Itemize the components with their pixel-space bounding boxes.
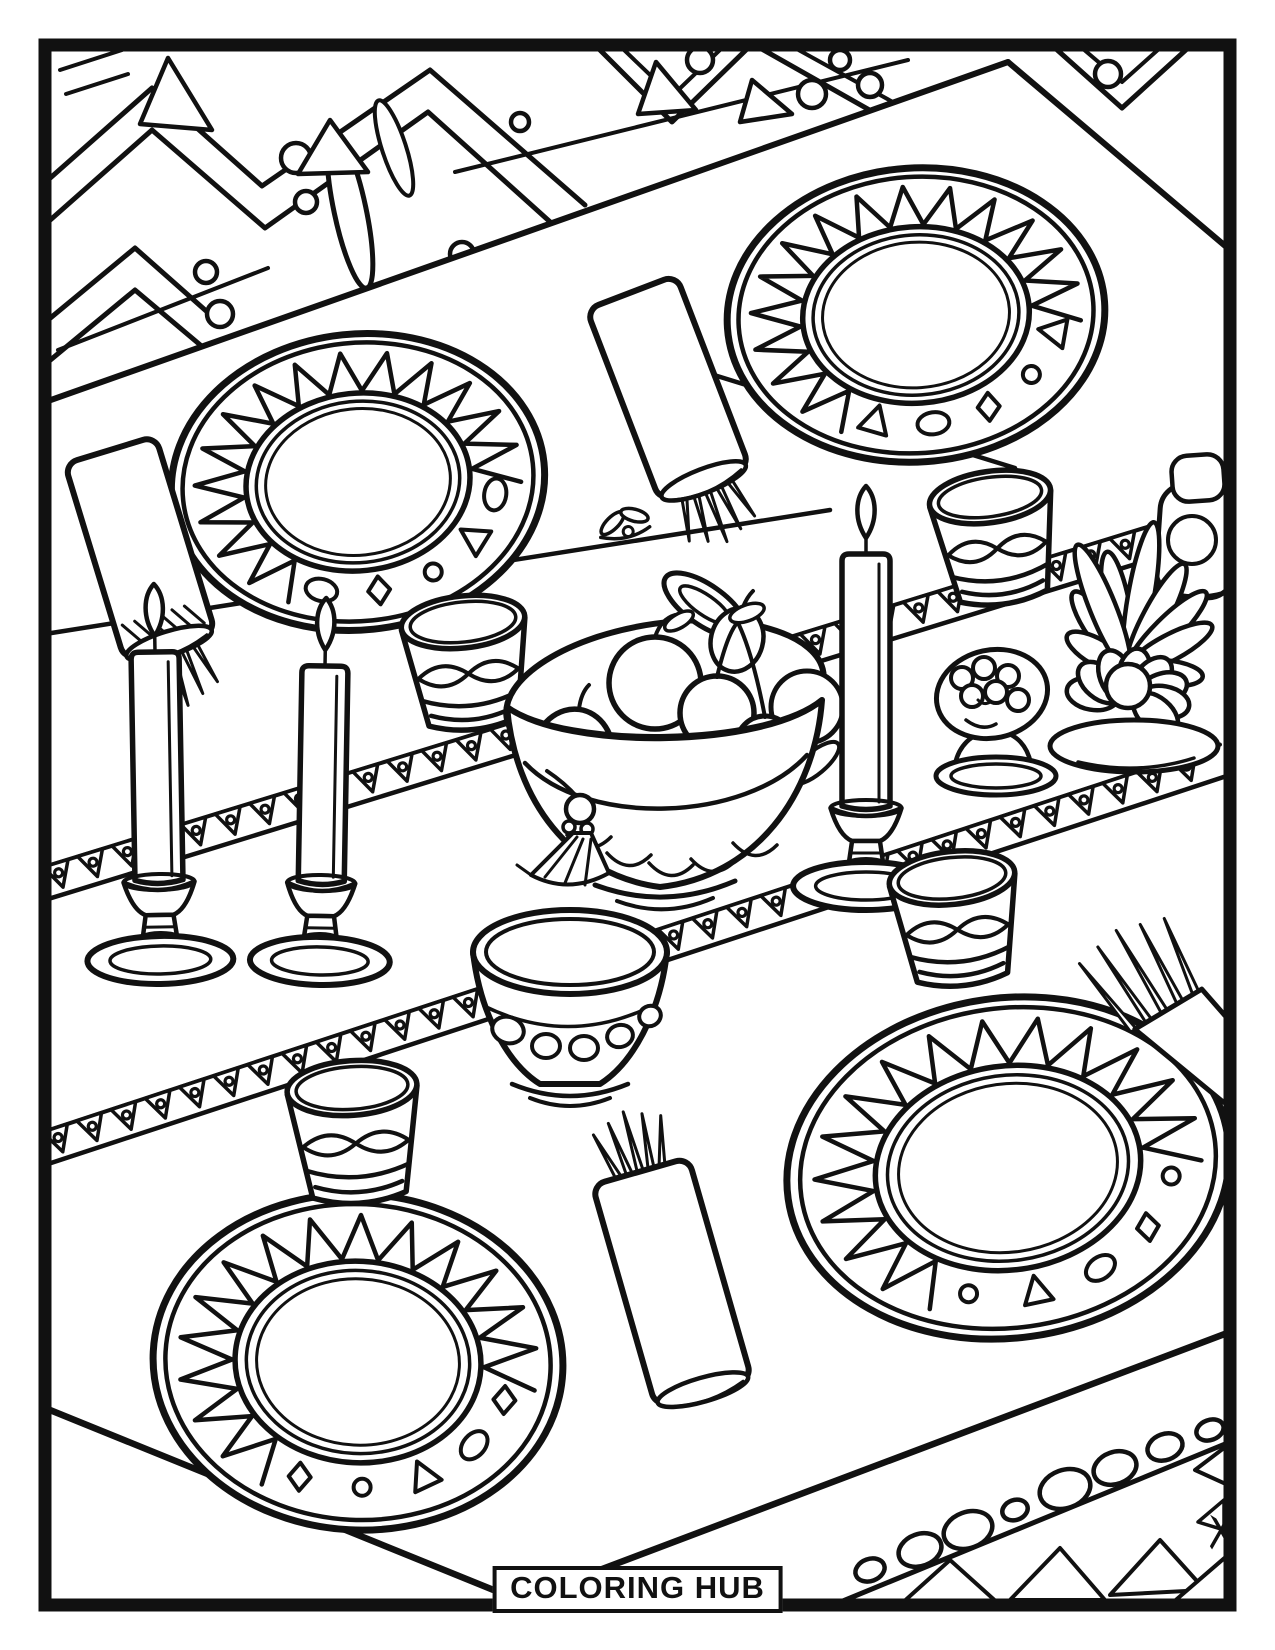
tumbler-cup-middle-right [886,848,1018,989]
scene-root [51,51,1224,1599]
triangle-floor-mosaic [903,1445,1224,1599]
dinner-plate-top-right [723,164,1109,466]
tumbler-cup-center-left [284,1057,420,1207]
taper-candle-left [84,581,237,987]
brand-label: COLORING HUB [492,1566,783,1613]
taper-candle-middle [246,595,393,988]
dinner-plate-bottom-right [783,993,1224,1343]
dinner-plate-top-left [167,330,549,634]
rolled-napkin-with-fork-top-center [587,275,757,544]
sprout-garnish [599,506,652,541]
tumbler-cup-top-right [926,467,1054,608]
succulent-plant [1047,452,1224,775]
abstract-zigzag-backdrop [51,51,1191,373]
dinner-plate-bottom-left [149,1190,567,1534]
brand-label-text: COLORING HUB [510,1570,765,1605]
ice-bowl [470,907,670,1108]
dessert-on-stand [933,646,1059,798]
rolled-napkin-with-fork-bottom-center [591,1110,752,1410]
fork-right-edge [1077,916,1224,1105]
tumbler-cup-left [398,592,528,733]
